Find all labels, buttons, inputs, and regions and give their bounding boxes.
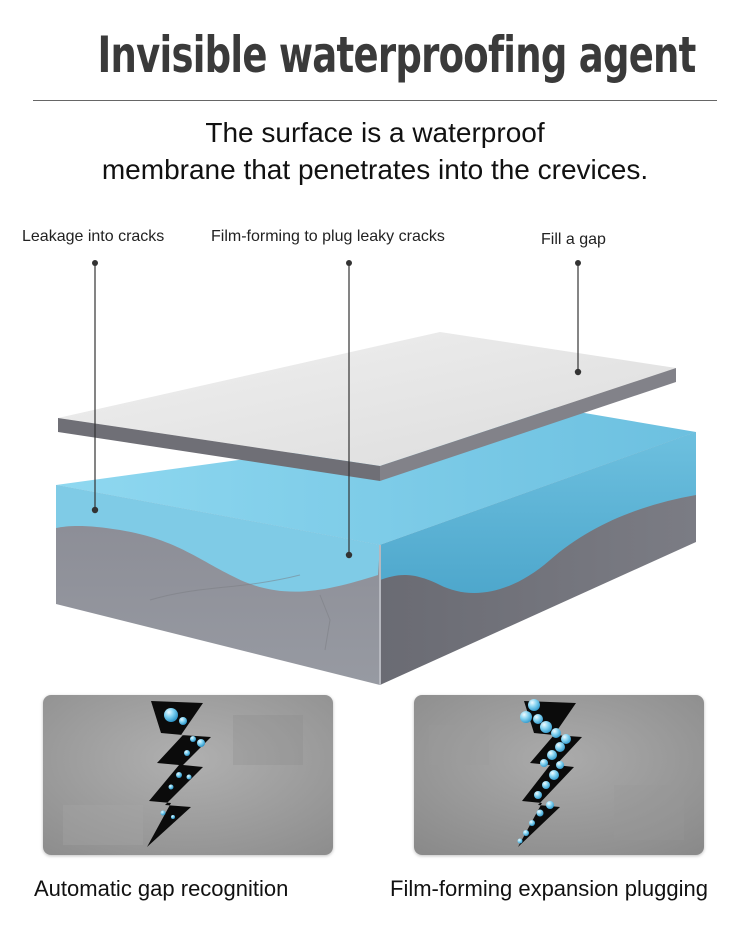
layer-diagram [56, 260, 696, 685]
caption-gap-recognition: Automatic gap recognition [34, 876, 289, 901]
subtitle: The surface is a waterproof membrane tha… [0, 114, 750, 188]
panel-gap-recognition [43, 695, 333, 855]
page-title: Invisible waterproofing agent [97, 26, 697, 84]
subtitle-line-2: membrane that penetrates into the crevic… [101, 154, 649, 185]
label-film-forming: Film-forming to plug leaky cracks [211, 228, 445, 245]
membrane-top [58, 332, 676, 466]
panel-expansion-plugging [414, 695, 704, 855]
title-divider [33, 100, 717, 101]
membrane-right-edge [380, 368, 676, 481]
label-fill-a-gap: Fill a gap [541, 231, 606, 248]
label-leakage-into-cracks: Leakage into cracks [22, 228, 165, 245]
subtitle-line-1: The surface is a waterproof [205, 117, 545, 148]
water-front-wave [56, 485, 380, 592]
water-right-wave [380, 432, 696, 593]
membrane-front-edge [58, 418, 380, 481]
caption-expansion-plugging: Film-forming expansion plugging [390, 876, 708, 901]
